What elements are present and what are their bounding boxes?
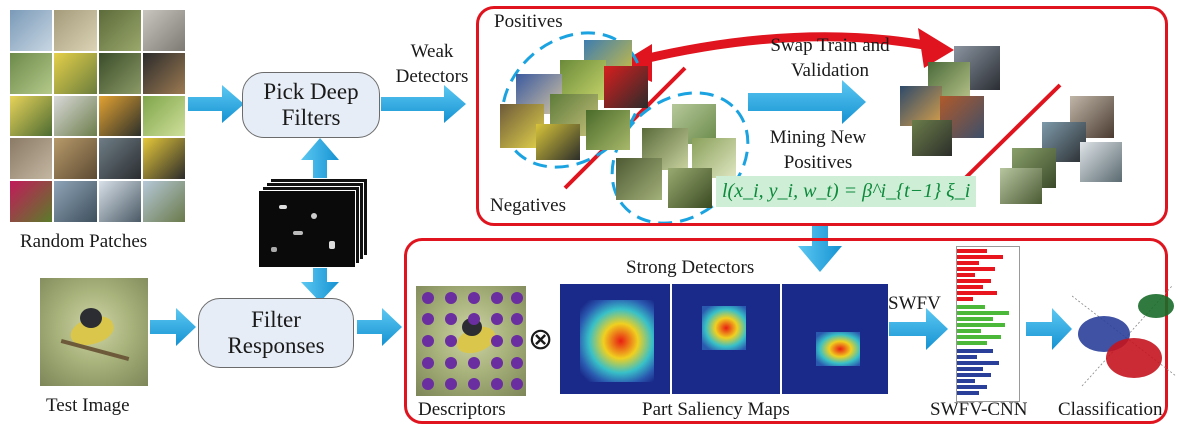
arrow-maps-to-swfv	[889, 308, 948, 350]
strong-detector-panel	[404, 238, 1168, 424]
arrow-pick-to-weak	[381, 85, 466, 123]
arrow-responses-to-descriptors	[357, 308, 402, 346]
random-patches-label: Random Patches	[20, 231, 148, 252]
positives-label: Positives	[494, 11, 563, 32]
arrow-stack-to-responses	[301, 266, 339, 302]
loss-formula: l(x_i, y_i, w_t) = β^i_{t−1} ξ_i	[716, 176, 977, 207]
validation-negatives-cluster	[1000, 96, 1130, 206]
loss-formula-text: l(x_i, y_i, w_t) = β^i_{t−1} ξ_i	[722, 180, 971, 202]
part-saliency-maps-label: Part Saliency Maps	[642, 399, 790, 420]
arrow-mining	[748, 80, 866, 124]
swfv-label: SWFV	[888, 293, 941, 314]
descriptor-image	[416, 286, 526, 396]
classification-label: Classification	[1058, 399, 1163, 420]
heatmap-1	[560, 284, 670, 394]
otimes-operator: ⊗	[528, 322, 554, 357]
descriptor-dot-grid	[422, 292, 523, 390]
pick-deep-filters-node: Pick Deep Filters	[242, 72, 380, 138]
descriptors-label: Descriptors	[418, 399, 506, 420]
filter-responses-node: Filter Responses	[198, 298, 354, 368]
arrow-patches-to-pick	[188, 85, 244, 123]
negatives-label: Negatives	[490, 195, 566, 216]
negatives-ellipse	[610, 91, 750, 225]
filter-response-stack	[258, 178, 376, 268]
test-image	[40, 278, 148, 386]
validation-positives-cluster	[900, 46, 1020, 156]
negatives-patch-cluster	[612, 104, 752, 214]
mining-label: Mining New Positives	[769, 127, 867, 173]
swap-arrow-head-right	[918, 28, 954, 68]
arrow-weak-to-strong	[798, 226, 842, 272]
arrow-swfv-to-classification	[1026, 308, 1072, 350]
swap-label: Swap Train and Validation	[770, 35, 890, 81]
weak-detector-panel	[476, 6, 1168, 226]
swfv-histogram	[956, 246, 1020, 402]
weak-detectors-label: Weak Detectors	[395, 41, 469, 87]
heatmap-3	[782, 284, 888, 394]
strong-detectors-label: Strong Detectors	[626, 257, 755, 278]
positives-patch-cluster	[500, 40, 660, 160]
swfv-cnn-label: SWFV-CNN	[930, 399, 1028, 420]
swap-arrow-curve	[638, 32, 931, 65]
arrow-stack-to-pick	[301, 138, 339, 178]
arrow-test-to-responses	[150, 308, 196, 346]
random-patches-grid	[10, 10, 185, 222]
test-image-label: Test Image	[46, 395, 130, 416]
heatmap-2	[672, 284, 780, 394]
classification-scatter	[1072, 276, 1176, 396]
